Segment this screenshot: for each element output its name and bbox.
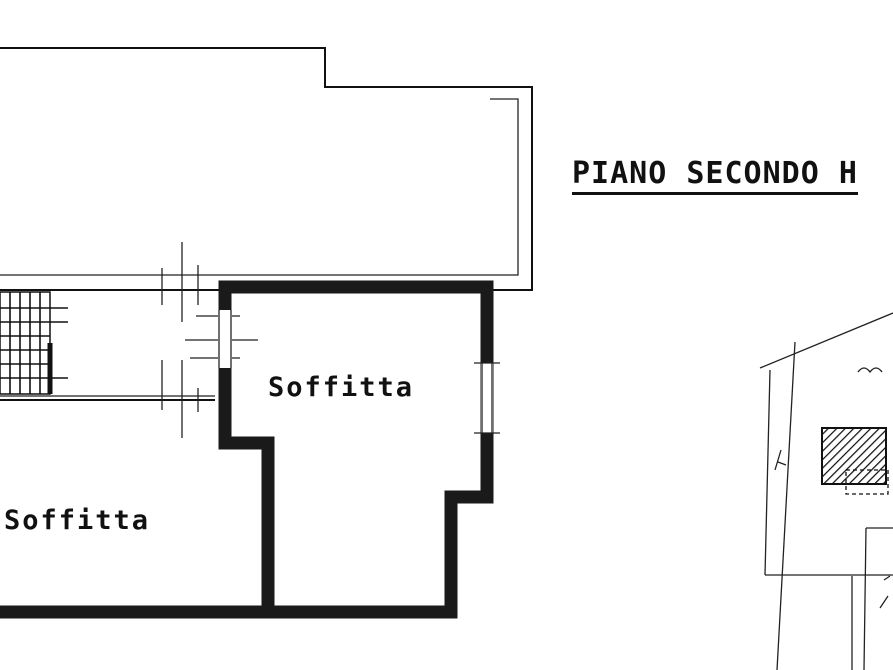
plan-title: PIANO SECONDO H xyxy=(572,157,858,195)
room-label-attic: Soffitta xyxy=(4,505,151,536)
staircase xyxy=(0,289,215,401)
door-marks xyxy=(161,242,258,438)
terrace-outline xyxy=(0,47,533,291)
attic-walls xyxy=(0,280,494,619)
room-label-attic: Soffitta xyxy=(268,372,415,403)
site-sketch xyxy=(759,312,893,670)
door-gap xyxy=(218,310,232,368)
window xyxy=(474,362,500,434)
